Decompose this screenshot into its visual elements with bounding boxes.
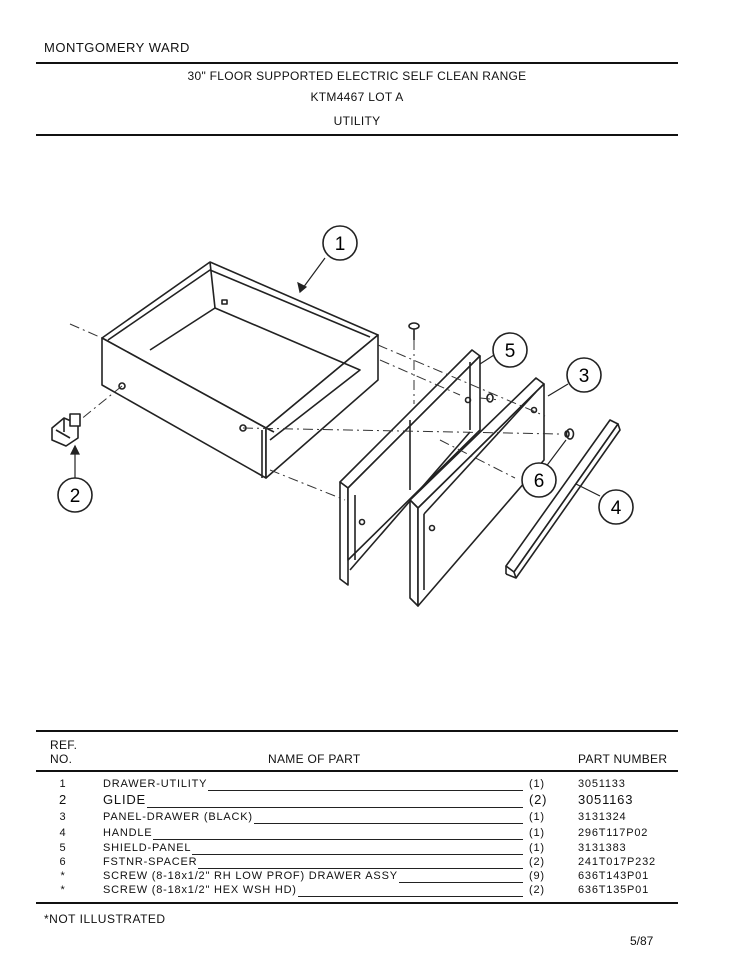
part-quantity: (1) <box>529 827 545 839</box>
handle-drawing <box>505 419 621 579</box>
part-quantity: (1) <box>529 842 545 854</box>
table-row: * SCREW (8-18x1/2" RH LOW PROF) DRAWER A… <box>0 869 750 883</box>
ref-number: 6 <box>59 856 67 868</box>
drawer-utility-drawing <box>101 261 379 479</box>
table-row: 5 SHIELD-PANEL (1) 3131383 <box>0 841 750 855</box>
header-bottom-rule <box>36 134 678 136</box>
callout-4-label: 4 <box>611 498 622 519</box>
part-number: 3051133 <box>578 778 626 790</box>
part-name: SHIELD-PANEL <box>103 841 193 855</box>
callout-5: 5 <box>492 332 528 368</box>
shield-panel-drawing <box>339 349 481 586</box>
revision-date: 5/87 <box>630 934 654 948</box>
table-row: 3 PANEL-DRAWER (BLACK) (1) 3131324 <box>0 810 750 824</box>
col-ref-header-line2: NO. <box>50 752 73 766</box>
callout-1-label: 1 <box>335 234 346 255</box>
callout-6: 6 <box>521 462 557 498</box>
callout-4: 4 <box>598 489 634 525</box>
ref-number: 2 <box>58 792 68 807</box>
drawer-panel-drawing <box>409 377 545 607</box>
callout-2: 2 <box>57 477 93 513</box>
table-row: 1 DRAWER-UTILITY (1) 3051133 <box>0 777 750 791</box>
ref-number: 1 <box>59 778 67 790</box>
part-quantity: (2) <box>529 856 545 868</box>
table-row: 6 FSTNR-SPACER (2) 241T017P232 <box>0 855 750 869</box>
part-name: SCREW (8-18x1/2" RH LOW PROF) DRAWER ASS… <box>103 869 399 883</box>
part-quantity: (2) <box>529 792 548 807</box>
footnote-not-illustrated: *NOT ILLUSTRATED <box>44 912 166 926</box>
callout-6-label: 6 <box>534 471 545 492</box>
col-ref-header-line1: REF. <box>50 738 78 752</box>
callout-5-label: 5 <box>505 341 516 362</box>
part-name: FSTNR-SPACER <box>103 855 199 869</box>
document-title: 30" FLOOR SUPPORTED ELECTRIC SELF CLEAN … <box>187 69 527 83</box>
exploded-parts-diagram: 1 2 3 4 5 6 <box>51 225 634 607</box>
glide-drawing <box>51 413 81 447</box>
top-rule <box>36 62 678 64</box>
callout-2-label: 2 <box>70 486 81 507</box>
callout-3: 3 <box>566 357 602 393</box>
brand-name: MONTGOMERY WARD <box>44 40 190 55</box>
part-number: 296T117P02 <box>578 827 649 839</box>
callout-3-label: 3 <box>579 366 590 387</box>
part-number: 241T017P232 <box>578 856 656 868</box>
part-number: 3131324 <box>578 811 627 823</box>
part-name: GLIDE <box>103 792 148 808</box>
ref-number: 3 <box>59 811 67 823</box>
table-row: 4 HANDLE (1) 296T117P02 <box>0 826 750 840</box>
part-number: 3051163 <box>578 792 634 807</box>
table-header-rule <box>36 770 678 772</box>
table-bottom-rule <box>36 902 678 904</box>
part-name: DRAWER-UTILITY <box>103 777 209 791</box>
section-title: UTILITY <box>333 114 381 128</box>
ref-number: * <box>60 870 66 882</box>
part-quantity: (1) <box>529 811 545 823</box>
col-name-header: NAME OF PART <box>268 752 361 766</box>
table-row: 2 GLIDE (2) 3051163 <box>0 792 750 808</box>
part-number: 3131383 <box>578 842 627 854</box>
ref-number: * <box>60 884 66 896</box>
part-number: 636T135P01 <box>578 884 649 896</box>
ref-number: 5 <box>59 842 67 854</box>
part-quantity: (2) <box>529 884 545 896</box>
part-name: PANEL-DRAWER (BLACK) <box>103 810 254 824</box>
ref-number: 4 <box>59 827 67 839</box>
part-name: HANDLE <box>103 826 154 840</box>
part-quantity: (1) <box>529 778 545 790</box>
col-part-number-header: PART NUMBER <box>578 752 668 766</box>
table-top-rule <box>36 730 678 732</box>
table-row: * SCREW (8-18x1/2" HEX WSH HD) (2) 636T1… <box>0 883 750 897</box>
callout-1: 1 <box>322 225 358 261</box>
model-number: KTM4467 LOT A <box>310 90 404 104</box>
part-number: 636T143P01 <box>578 870 649 882</box>
part-name: SCREW (8-18x1/2" HEX WSH HD) <box>103 883 298 897</box>
part-quantity: (9) <box>529 870 545 882</box>
